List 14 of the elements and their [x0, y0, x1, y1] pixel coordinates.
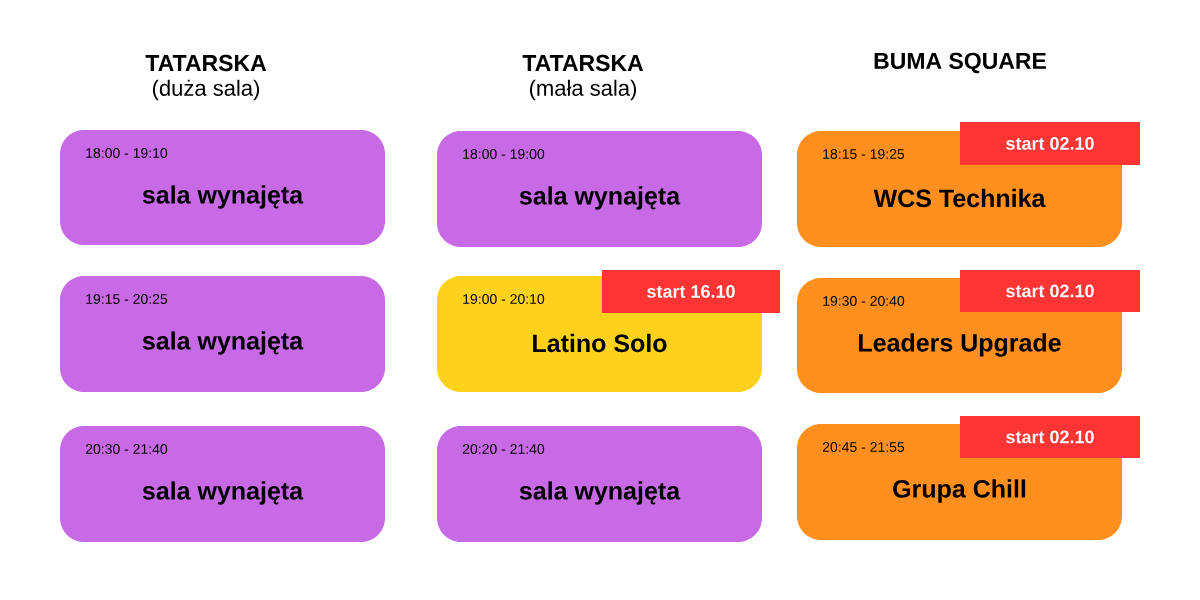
- room-subheading: (mała sala): [529, 79, 636, 101]
- session-box: 18:00 - 19:00 sala wynajęta: [437, 131, 762, 247]
- start-badge: start 16.10: [602, 270, 780, 313]
- start-badge: start 02.10: [960, 122, 1140, 165]
- venue-heading: TATARSKA: [145, 54, 267, 72]
- venue-heading: TATARSKA: [522, 54, 644, 72]
- start-badge: start 02.10: [960, 270, 1140, 312]
- room-subheading: (duża sala): [152, 79, 259, 101]
- session-box: 18:00 - 19:10 sala wynajęta: [60, 130, 385, 245]
- start-badge: start 02.10: [960, 416, 1140, 458]
- session-box: 20:20 - 21:40 sala wynajęta: [437, 426, 762, 542]
- session-box: 20:30 - 21:40 sala wynajęta: [60, 426, 385, 542]
- session-box: 19:15 - 20:25 sala wynajęta: [60, 276, 385, 392]
- venue-heading: BUMA SQUARE: [874, 52, 1046, 74]
